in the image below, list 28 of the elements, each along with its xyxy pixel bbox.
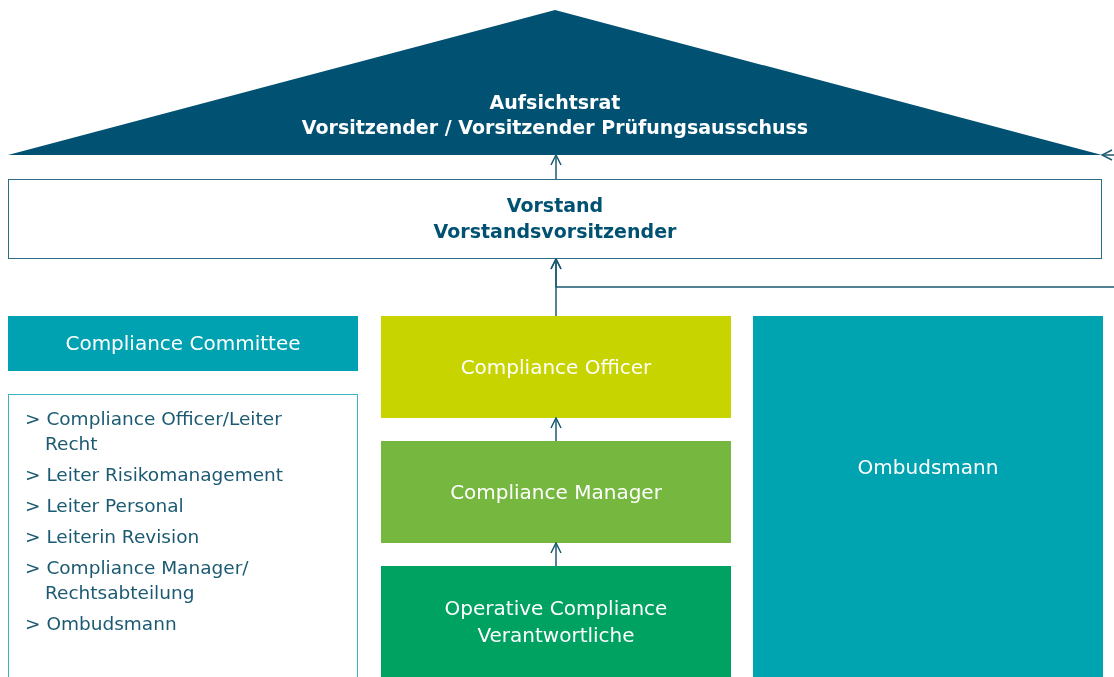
list-item: > Compliance Officer/Leiter Recht: [25, 407, 283, 456]
arrow: [550, 417, 562, 442]
node-title: Ombudsmann: [856, 454, 1000, 481]
roof-shape: [8, 10, 1102, 155]
board-box: [8, 179, 1102, 259]
list-item: > Leiter Personal: [25, 493, 184, 518]
node-title: Vorstand: [505, 193, 605, 219]
node-title: Operative Compliance Verantwortliche: [443, 594, 669, 649]
manager-box: [381, 441, 731, 543]
arrow: [1101, 149, 1114, 161]
member-list-box: [8, 394, 358, 677]
officer-box: [381, 316, 731, 418]
arrow: [550, 154, 562, 180]
node-title: Aufsichtsrat: [488, 89, 622, 115]
list-item: > Leiter Risikomanagement: [25, 462, 284, 487]
node-title: Compliance Officer: [459, 353, 653, 381]
list-item: > Ombudsmann: [25, 611, 177, 636]
node-title: Compliance Committee: [64, 330, 302, 357]
node-subtitle: Vorstandsvorsitzender: [432, 219, 678, 244]
committee-box: [8, 316, 358, 371]
list-item: > Leiterin Revision: [25, 524, 200, 549]
operative-box: [381, 566, 731, 677]
node-title: Compliance Manager: [449, 478, 663, 506]
list-item: > Compliance Manager/ Rechtsabteilung: [25, 555, 250, 605]
arrow: [550, 542, 562, 567]
node-subtitle: Vorsitzender / Vorsitzender Prüfungsausschuss: [300, 115, 810, 141]
arrow: [550, 258, 1114, 288]
ombudsman-box: [753, 316, 1103, 677]
